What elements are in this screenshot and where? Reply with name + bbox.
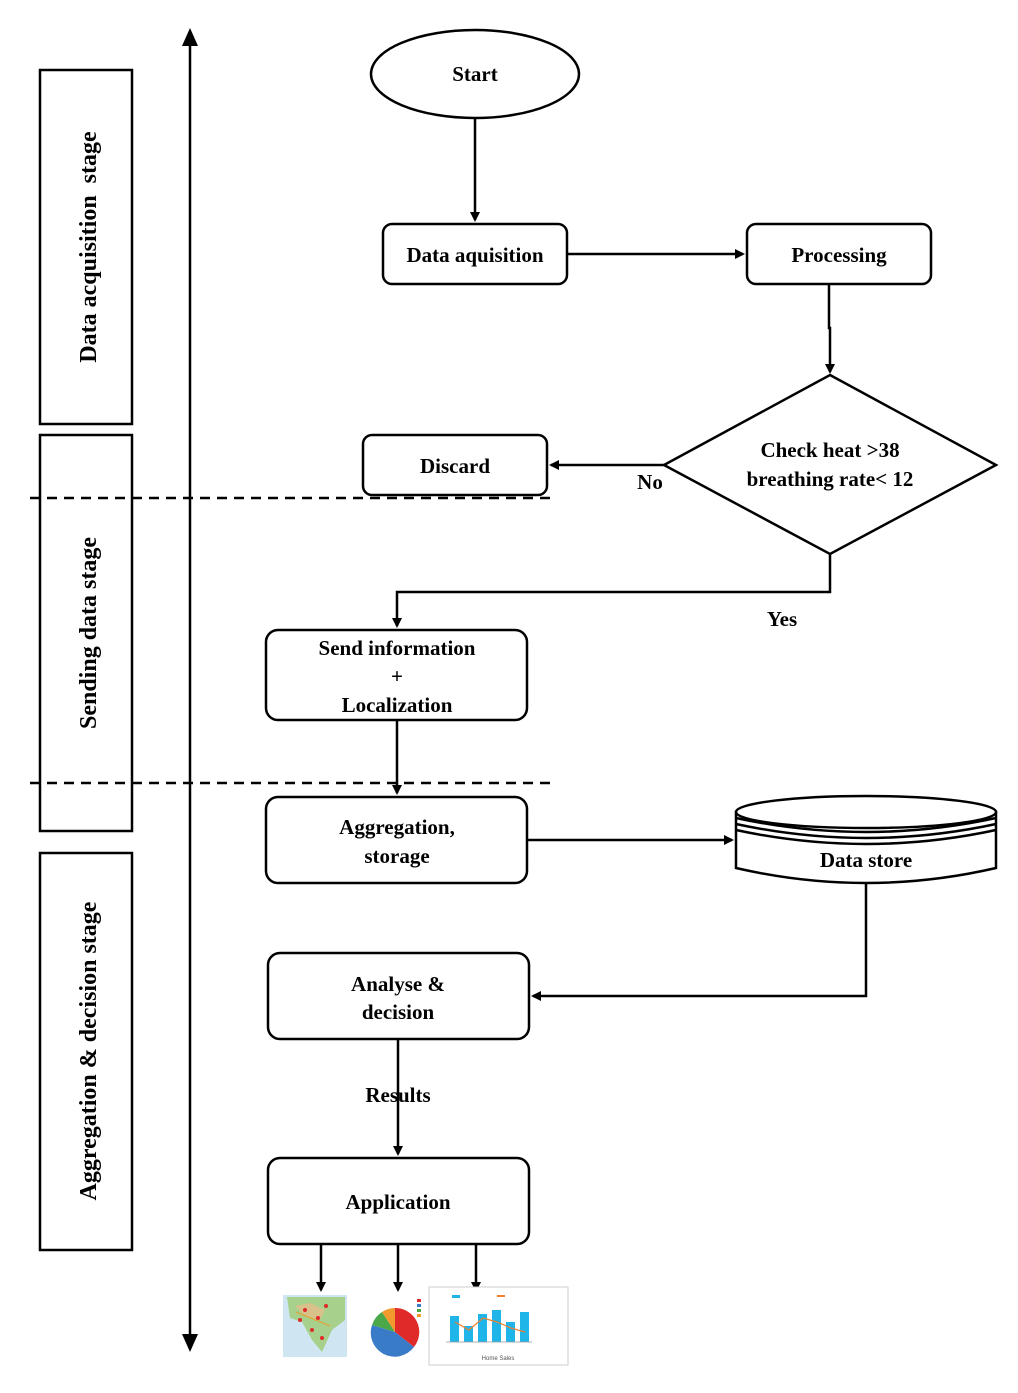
start-label: Start	[452, 62, 498, 86]
analyse-decision-node[interactable]: Analyse & decision	[266, 951, 531, 1041]
processing-label: Processing	[791, 243, 887, 267]
data-store-label: Data store	[820, 848, 912, 872]
application-node[interactable]: Application	[266, 1156, 531, 1246]
analyse-label-line1: Analyse &	[351, 972, 445, 996]
stage-aggregation: Aggregation & decision stage	[38, 851, 134, 1252]
aggregation-label-line2: storage	[364, 844, 429, 868]
start-node[interactable]: Start	[369, 28, 581, 120]
stage-sending: Sending data stage	[38, 433, 134, 833]
send-label-line3: Localization	[342, 693, 453, 717]
processing-node[interactable]: Processing	[745, 222, 933, 286]
edge-label-results: Results	[365, 1083, 430, 1107]
bar-chart-thumbnail-icon: Home Sales	[428, 1286, 569, 1366]
check-label-line1: Check heat >38	[760, 438, 899, 462]
stage-acquisition: Data acquisition stage	[38, 68, 134, 426]
pie-chart-thumbnail-icon	[370, 1299, 421, 1357]
data-acquisition-label: Data aquisition	[406, 243, 543, 267]
send-label-line2: +	[391, 664, 403, 688]
edge-processing-to-check	[825, 284, 835, 374]
application-label: Application	[345, 1190, 450, 1214]
stage-sending-label: Sending data stage	[76, 537, 102, 729]
stage-acquisition-label: Data acquisition stage	[76, 131, 102, 363]
discard-node[interactable]: Discard	[361, 433, 549, 497]
edge-check-to-send	[392, 554, 832, 628]
send-information-node[interactable]: Send information + Localization	[264, 628, 529, 722]
aggregation-storage-node[interactable]: Aggregation, storage	[264, 795, 529, 885]
check-decision-node[interactable]: Check heat >38 breathing rate< 12	[661, 373, 999, 556]
analyse-label-line2: decision	[362, 1000, 435, 1024]
edge-label-yes: Yes	[767, 607, 797, 631]
aggregation-label-line1: Aggregation,	[339, 815, 455, 839]
discard-label: Discard	[420, 454, 490, 478]
edge-label-no: No	[637, 470, 663, 494]
map-thumbnail-icon	[283, 1295, 347, 1357]
check-label-line2: breathing rate< 12	[747, 467, 914, 491]
send-label-line1: Send information	[319, 636, 476, 660]
data-acquisition-node[interactable]: Data aquisition	[381, 222, 569, 286]
edge-datastore-to-analyse	[531, 884, 868, 1001]
timeline-arrow	[182, 28, 198, 1352]
data-store-node[interactable]: Data store	[734, 794, 998, 885]
chart-thumbnail-caption: Home Sales	[482, 1356, 515, 1362]
stage-aggregation-label: Aggregation & decision stage	[76, 901, 102, 1200]
